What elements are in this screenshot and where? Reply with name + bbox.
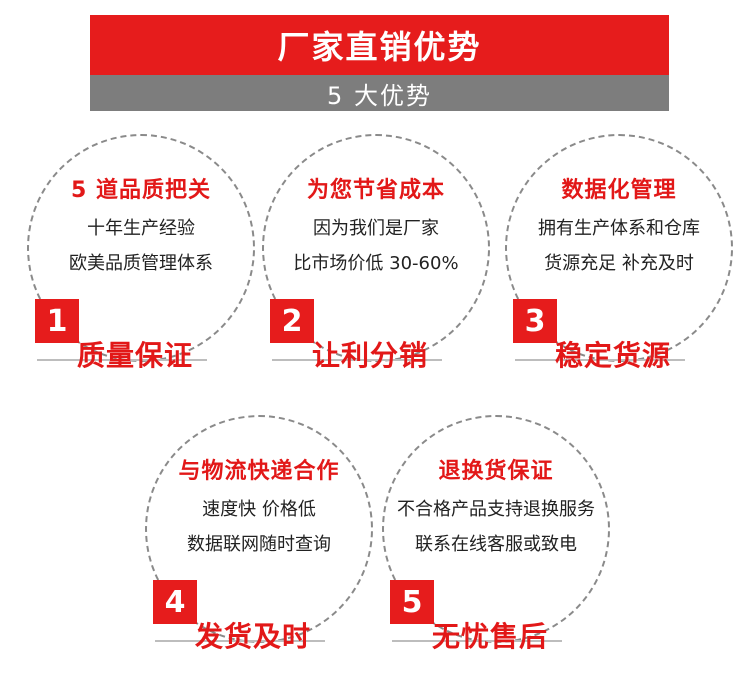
card-title: 为您节省成本 [306,178,445,203]
card-label: 让利分销 [312,339,429,372]
dashed-circle [382,415,610,643]
card-title: 与物流快递合作 [178,459,340,484]
card-text-line: 联系在线客服或致电 [415,534,577,555]
divider-line [37,359,207,361]
divider-line [272,359,442,361]
card-text-line: 比市场价低 30-60% [293,253,459,274]
dashed-circle [27,134,255,362]
card-text-line: 拥有生产体系和仓库 [538,218,700,239]
card-text-line: 欧美品质管理体系 [69,253,213,274]
page-subtitle: 5 大优势 [90,75,669,111]
card-title: 5 道品质把关 [71,178,211,203]
dashed-circle [505,134,733,362]
advantage-card-supply: 数据化管理 拥有生产体系和仓库 货源充足 补充及时 3 稳定货源 [505,134,737,372]
advantage-card-quality: 5 道品质把关 十年生产经验 欧美品质管理体系 1 质量保证 [27,134,259,372]
card-text-line: 数据联网随时查询 [187,534,331,555]
number-badge: 3 [513,299,557,343]
page-title: 厂家直销优势 [90,15,669,75]
card-label: 质量保证 [77,339,194,372]
number-badge: 1 [35,299,79,343]
card-text-line: 不合格产品支持退换服务 [397,499,595,520]
divider-line [515,359,685,361]
card-text-line: 货源充足 补充及时 [544,253,694,274]
number-badge: 2 [270,299,314,343]
advantage-card-pricing: 为您节省成本 因为我们是厂家 比市场价低 30-60% 2 让利分销 [262,134,494,372]
advantage-card-aftersales: 退换货保证 不合格产品支持退换服务 联系在线客服或致电 5 无忧售后 [382,415,614,653]
advantage-card-shipping: 与物流快递合作 速度快 价格低 数据联网随时查询 4 发货及时 [145,415,377,653]
card-label: 发货及时 [195,620,312,653]
divider-line [155,640,325,642]
card-title: 数据化管理 [561,178,677,203]
dashed-circle [262,134,490,362]
card-title: 退换货保证 [438,459,554,484]
card-label: 稳定货源 [555,339,672,372]
number-badge: 5 [390,580,434,624]
card-text-line: 十年生产经验 [87,218,195,239]
number-badge: 4 [153,580,197,624]
dashed-circle [145,415,373,643]
card-label: 无忧售后 [432,620,549,653]
card-text-line: 因为我们是厂家 [313,218,439,239]
divider-line [392,640,562,642]
card-text-line: 速度快 价格低 [202,499,316,520]
